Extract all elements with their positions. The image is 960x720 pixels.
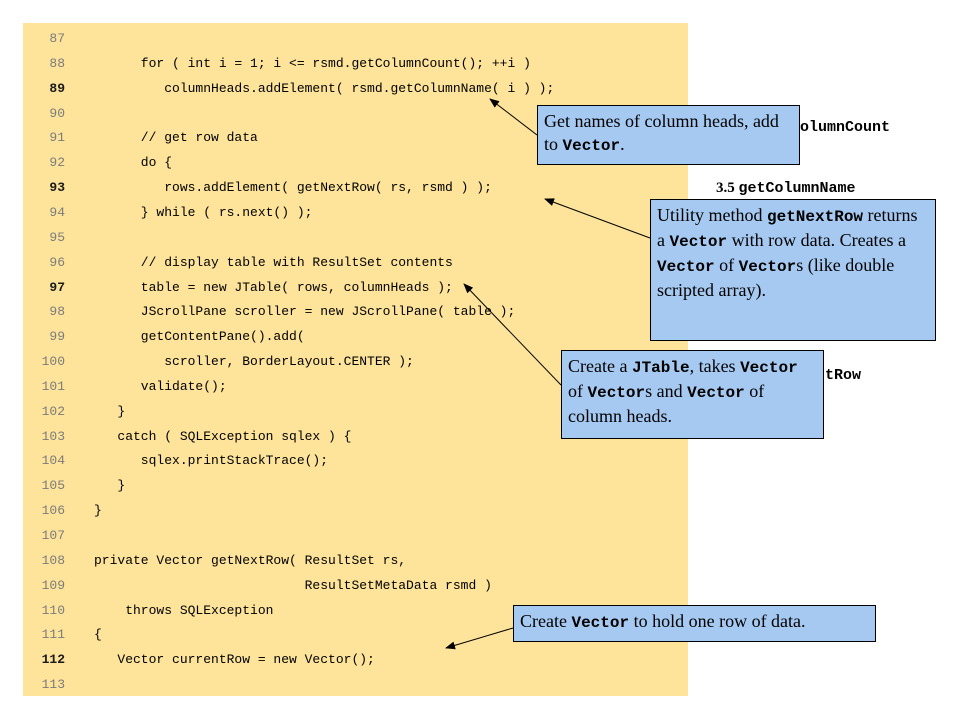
code-line: 104 sqlex.printStackTrace(); xyxy=(23,453,688,478)
code-text: } xyxy=(94,478,126,494)
code-line: 93 rows.addElement( getNextRow( rs, rsmd… xyxy=(23,180,688,205)
line-number: 89 xyxy=(49,80,65,96)
code-text: catch ( SQLException sqlex ) { xyxy=(94,428,352,444)
line-number: 87 xyxy=(49,31,65,46)
line-number: 101 xyxy=(41,378,65,394)
code-line: 87 xyxy=(23,31,688,56)
code-line: 110 throws SQLException xyxy=(23,603,688,628)
code-text: for ( int i = 1; i <= rsmd.getColumnCoun… xyxy=(94,55,531,71)
code-line: 90 xyxy=(23,106,688,131)
line-number: 112 xyxy=(41,652,65,668)
side-label-get-column-name: 3.5 getColumnName xyxy=(716,180,856,197)
code-text: scroller, BorderLayout.CENTER ); xyxy=(94,354,414,370)
code-line: 102 } xyxy=(23,404,688,429)
line-number: 90 xyxy=(49,105,65,121)
code-line: 107 xyxy=(23,528,688,553)
next-row-label: tRow xyxy=(825,367,862,384)
code-line: 113 xyxy=(23,677,688,702)
code-line: 105 } xyxy=(23,478,688,503)
line-number: 106 xyxy=(41,503,65,519)
line-number: 108 xyxy=(41,552,65,568)
code-line: 111 { xyxy=(23,627,688,652)
line-number: 97 xyxy=(49,279,65,295)
code-line: 98 JScrollPane scroller = new JScrollPan… xyxy=(23,304,688,329)
line-number: 103 xyxy=(41,428,65,444)
line-number: 110 xyxy=(41,602,65,618)
code-line: 103 catch ( SQLException sqlex ) { xyxy=(23,429,688,454)
code-line: 100 scroller, BorderLayout.CENTER ); xyxy=(23,354,688,379)
code-line: 97 table = new JTable( rows, columnHeads… xyxy=(23,280,688,305)
line-number: 98 xyxy=(49,304,65,320)
column-count-label: olumnCount xyxy=(800,119,891,136)
line-number: 102 xyxy=(41,403,65,419)
code-line: 106} xyxy=(23,503,688,528)
code-text: validate(); xyxy=(94,378,227,394)
code-text: // get row data xyxy=(94,130,258,146)
code-text: } while ( rs.next() ); xyxy=(94,204,313,220)
code-text: } xyxy=(94,403,126,419)
code-text: JScrollPane scroller = new JScrollPane( … xyxy=(94,304,516,320)
code-text: getContentPane().add( xyxy=(94,329,305,345)
code-line: 89 columnHeads.addElement( rsmd.getColum… xyxy=(23,81,688,106)
code-line: 99 getContentPane().add( xyxy=(23,329,688,354)
line-number: 100 xyxy=(41,354,65,370)
line-number: 107 xyxy=(41,528,65,543)
side-label-column-count: olumnCount xyxy=(800,119,890,136)
code-line: 112 Vector currentRow = new Vector(); xyxy=(23,652,688,677)
code-text: table = new JTable( rows, columnHeads ); xyxy=(94,279,453,295)
line-number: 111 xyxy=(41,627,65,643)
get-column-name-label: getColumnName xyxy=(738,180,856,197)
code-text: do { xyxy=(94,155,173,171)
callout-current-row: Create Vector to hold one row of data. xyxy=(513,605,876,642)
code-text: // display table with ResultSet contents xyxy=(94,254,453,270)
callout-column-heads: Get names of column heads, add to Vector… xyxy=(537,105,800,165)
code-text: throws SQLException xyxy=(94,602,274,618)
code-text: { xyxy=(94,627,102,643)
step-number: 3.5 xyxy=(716,180,739,196)
line-number: 94 xyxy=(49,204,65,220)
code-text: Vector currentRow = new Vector(); xyxy=(94,652,375,668)
code-line: 94 } while ( rs.next() ); xyxy=(23,205,688,230)
callout-next-row: Utility method getNextRow returns a Vect… xyxy=(650,199,936,341)
code-text: rows.addElement( getNextRow( rs, rsmd ) … xyxy=(94,180,492,196)
code-line: 95 xyxy=(23,230,688,255)
line-number: 88 xyxy=(49,55,65,71)
code-line: 91 // get row data xyxy=(23,130,688,155)
line-number: 93 xyxy=(49,180,65,196)
code-line: 101 validate(); xyxy=(23,379,688,404)
line-number: 113 xyxy=(41,677,65,693)
line-number: 95 xyxy=(49,229,65,245)
code-line: 108 private Vector getNextRow( ResultSet … xyxy=(23,553,688,578)
line-number: 105 xyxy=(41,478,65,494)
side-label-next-row: tRow xyxy=(825,367,861,384)
line-number: 109 xyxy=(41,577,65,593)
code-text: } xyxy=(94,503,102,519)
line-number: 99 xyxy=(49,329,65,345)
code-text: sqlex.printStackTrace(); xyxy=(94,453,329,469)
code-line: 88 for ( int i = 1; i <= rsmd.getColumnC… xyxy=(23,56,688,81)
code-line: 92 do { xyxy=(23,155,688,180)
code-text: ResultSetMetaData rsmd ) xyxy=(94,577,492,593)
code-text: private Vector getNextRow( ResultSet rs, xyxy=(94,552,407,568)
line-number: 96 xyxy=(49,254,65,270)
code-text: columnHeads.addElement( rsmd.getColumnNa… xyxy=(94,80,555,96)
code-line: 109 ResultSetMetaData rsmd ) xyxy=(23,578,688,603)
callout-jtable: Create a JTable, takes Vector of Vectors… xyxy=(561,350,824,439)
line-number: 104 xyxy=(41,453,65,469)
code-line: 96 // display table with ResultSet conte… xyxy=(23,255,688,280)
line-number: 92 xyxy=(49,155,65,171)
line-number: 91 xyxy=(49,130,65,146)
